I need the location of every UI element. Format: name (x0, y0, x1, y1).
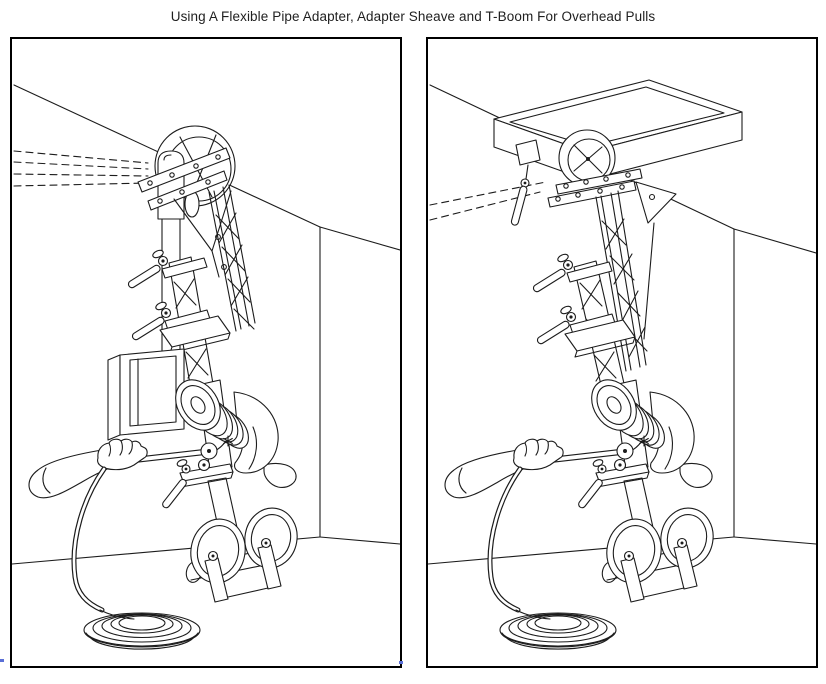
illustration-t-boom (428, 79, 816, 666)
sheave-mounting-straps (547, 168, 677, 224)
print-artifact-tick (0, 659, 4, 662)
lower-clamp (131, 301, 231, 354)
boom-clamp (510, 139, 541, 226)
figure-t-boom-pull (426, 37, 818, 668)
upper-clamp (532, 253, 613, 293)
illustration-flexible-pipe-adapter (12, 84, 400, 666)
frame-rails (173, 184, 256, 332)
frame-rails (595, 190, 655, 372)
page-title: Using A Flexible Pipe Adapter, Adapter S… (170, 9, 656, 24)
wall-box (107, 348, 185, 441)
lower-clamp (536, 305, 636, 358)
adapter-sheave (558, 129, 616, 187)
figure-wall-pull (10, 37, 402, 668)
sheave-mounting-straps (137, 147, 231, 211)
upper-clamp (127, 249, 208, 289)
print-artifact-tick (399, 661, 403, 664)
cable-dashed-lines (429, 181, 547, 221)
t-boom (493, 79, 743, 181)
cable-dashed-lines (13, 150, 149, 187)
